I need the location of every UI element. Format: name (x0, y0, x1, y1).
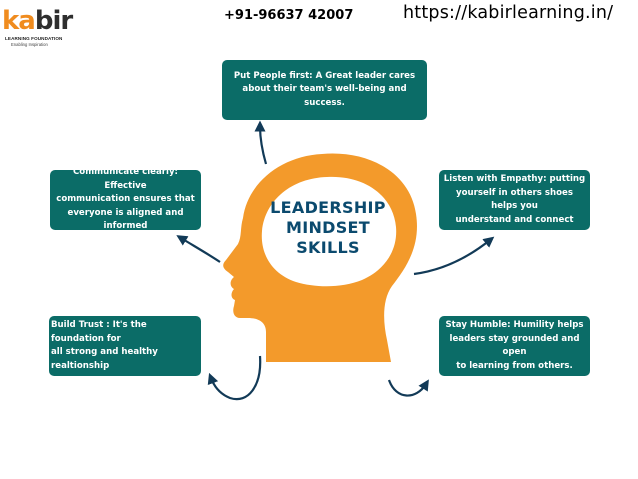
logo-word-rest: bir (34, 6, 73, 36)
website-link[interactable]: https://kabirlearning.in/ (403, 3, 614, 23)
skill-text-line: all strong and healthy realtionship (51, 347, 158, 371)
center-title-line: LEADERSHIP (270, 198, 386, 217)
center-title-line: MINDSET (285, 218, 370, 237)
arrow-to-people-first (254, 120, 268, 165)
skill-text-line: Stay Humble: Humility helps (445, 320, 584, 330)
skill-box-people-first: Put People first: A Great leader cares a… (222, 60, 427, 120)
arrow-to-communicate (176, 235, 221, 263)
arrow-to-empathy (413, 236, 495, 276)
skill-text-line: Put People first: A Great leader cares (233, 70, 416, 81)
skill-box-humble: Stay Humble: Humility helps leaders stay… (439, 316, 590, 376)
head-inner-shape (261, 176, 397, 287)
skill-box-trust: Build Trust : It's the foundation for al… (49, 316, 201, 376)
kabir-logo: kabir LEARNING FOUNDATION Enabling Inspi… (2, 6, 73, 47)
skill-text-line: understand and connect (455, 214, 574, 225)
skill-text-line: leaders stay grounded and open (449, 333, 580, 358)
center-title-line: SKILLS (296, 238, 360, 257)
skill-text-line: Communicate clearly: Effective (72, 167, 178, 191)
skill-text-line: to learning from others. (456, 360, 573, 371)
skill-box-empathy: Listen with Empathy: putting yourself in… (439, 170, 590, 230)
phone-number[interactable]: +91-96637 42007 (224, 8, 354, 23)
center-title: LEADERSHIP MINDSET SKILLS (258, 198, 398, 258)
skill-text-line: Listen with Empathy: putting (443, 174, 586, 184)
skill-text-line: yourself in others shoes helps you (456, 187, 573, 212)
arrow-to-humble (387, 379, 429, 397)
skill-text-line: Build Trust : It's the foundation for (51, 320, 147, 344)
arrow-to-trust (207, 355, 262, 401)
logo-word-accent: ka (2, 6, 36, 36)
skill-text-line: everyone is aligned and informed (67, 207, 184, 232)
logo-foundation-text: LEARNING FOUNDATION (5, 36, 63, 41)
logo-tagline: Enabling Inspiration (11, 42, 48, 47)
skill-text-line: communication ensures that (56, 194, 195, 205)
logo-wordmark: kabir (2, 6, 73, 36)
skill-box-communicate: Communicate clearly: Effective communica… (50, 167, 201, 231)
skill-text-line: about their team's well-being and succes… (242, 84, 407, 108)
